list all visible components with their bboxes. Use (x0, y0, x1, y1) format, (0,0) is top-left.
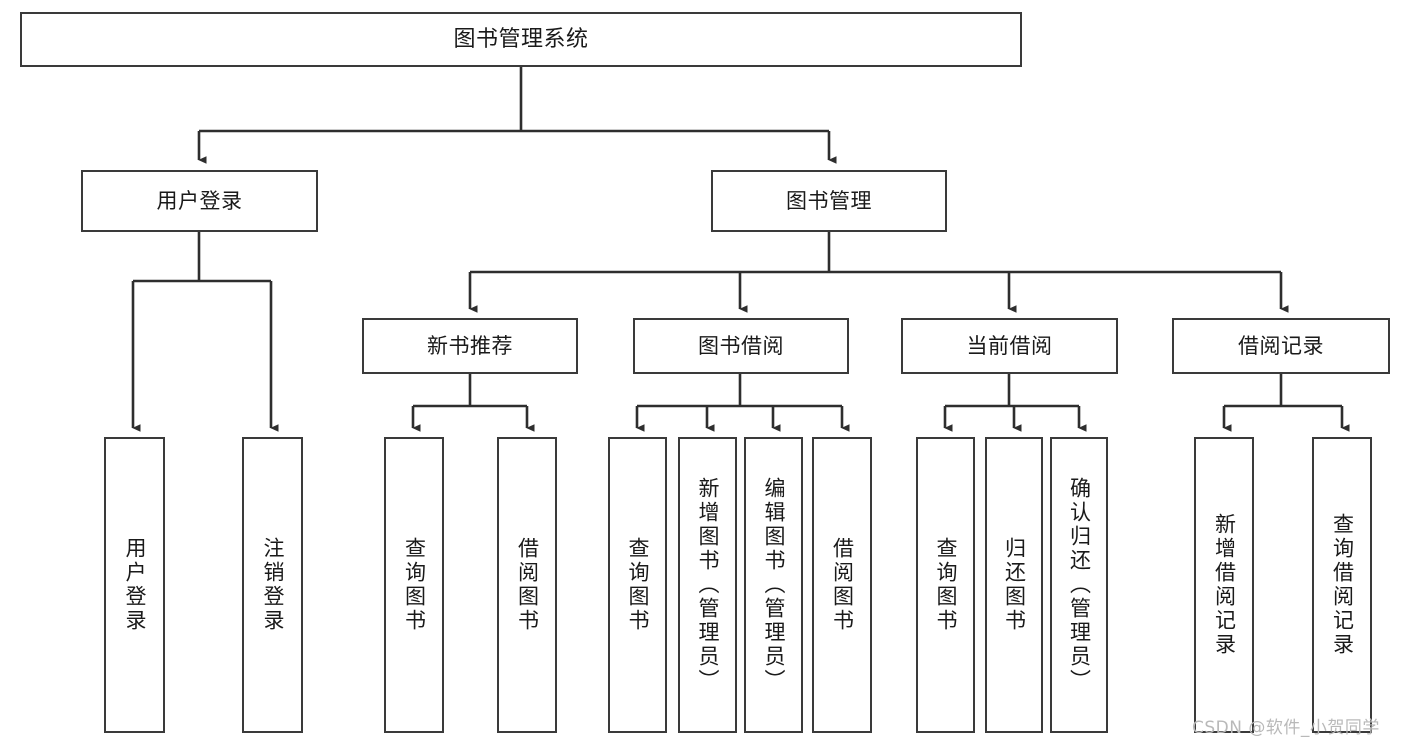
node-label: 查询图书 (626, 537, 650, 633)
node-label: 查询图书 (934, 537, 958, 633)
node-label: 用户登录 (123, 537, 147, 633)
node-label: 查询借阅记录 (1330, 513, 1355, 657)
leaf-current-return-book[interactable]: 归还图书 (985, 437, 1043, 733)
node-book-borrow[interactable]: 图书借阅 (633, 318, 849, 374)
node-label: 新增借阅记录 (1212, 513, 1237, 657)
watermark-text: CSDN @软件_小贺同学 (1192, 718, 1380, 738)
node-root-system[interactable]: 图书管理系统 (20, 12, 1022, 67)
node-label: 编辑图书（管理员） (762, 477, 786, 693)
node-label: 用户登录 (156, 188, 243, 213)
node-current-borrow[interactable]: 当前借阅 (901, 318, 1118, 374)
node-new-book-recommend[interactable]: 新书推荐 (362, 318, 578, 374)
node-label: 借阅图书 (830, 537, 855, 633)
node-label: 新书推荐 (427, 333, 513, 358)
leaf-record-add-borrow-record[interactable]: 新增借阅记录 (1194, 437, 1254, 733)
leaf-borrow-query-book[interactable]: 查询图书 (608, 437, 667, 733)
leaf-current-query-book[interactable]: 查询图书 (916, 437, 975, 733)
leaf-borrow-edit-book-admin[interactable]: 编辑图书（管理员） (744, 437, 803, 733)
node-label: 查询图书 (402, 537, 427, 633)
node-label: 图书借阅 (698, 333, 784, 358)
leaf-current-confirm-return-admin[interactable]: 确认归还（管理员） (1050, 437, 1108, 733)
node-label: 归还图书 (1002, 537, 1027, 633)
node-label: 借阅记录 (1238, 333, 1324, 358)
leaf-borrow-borrow-book[interactable]: 借阅图书 (812, 437, 872, 733)
leaf-user-login[interactable]: 用户登录 (104, 437, 165, 733)
leaf-recommend-query-book[interactable]: 查询图书 (384, 437, 444, 733)
node-user-login[interactable]: 用户登录 (81, 170, 318, 232)
node-label: 借阅图书 (515, 537, 540, 633)
node-label: 图书管理 (786, 188, 872, 213)
node-label: 注销登录 (261, 537, 285, 633)
node-book-management[interactable]: 图书管理 (711, 170, 947, 232)
node-label: 图书管理系统 (453, 26, 589, 52)
node-label: 新增图书（管理员） (696, 477, 720, 693)
leaf-record-query-borrow-record[interactable]: 查询借阅记录 (1312, 437, 1372, 733)
node-label: 确认归还（管理员） (1067, 477, 1092, 693)
leaf-recommend-borrow-book[interactable]: 借阅图书 (497, 437, 557, 733)
node-borrow-record[interactable]: 借阅记录 (1172, 318, 1390, 374)
leaf-user-logout[interactable]: 注销登录 (242, 437, 303, 733)
leaf-borrow-add-book-admin[interactable]: 新增图书（管理员） (678, 437, 737, 733)
node-label: 当前借阅 (966, 333, 1053, 358)
